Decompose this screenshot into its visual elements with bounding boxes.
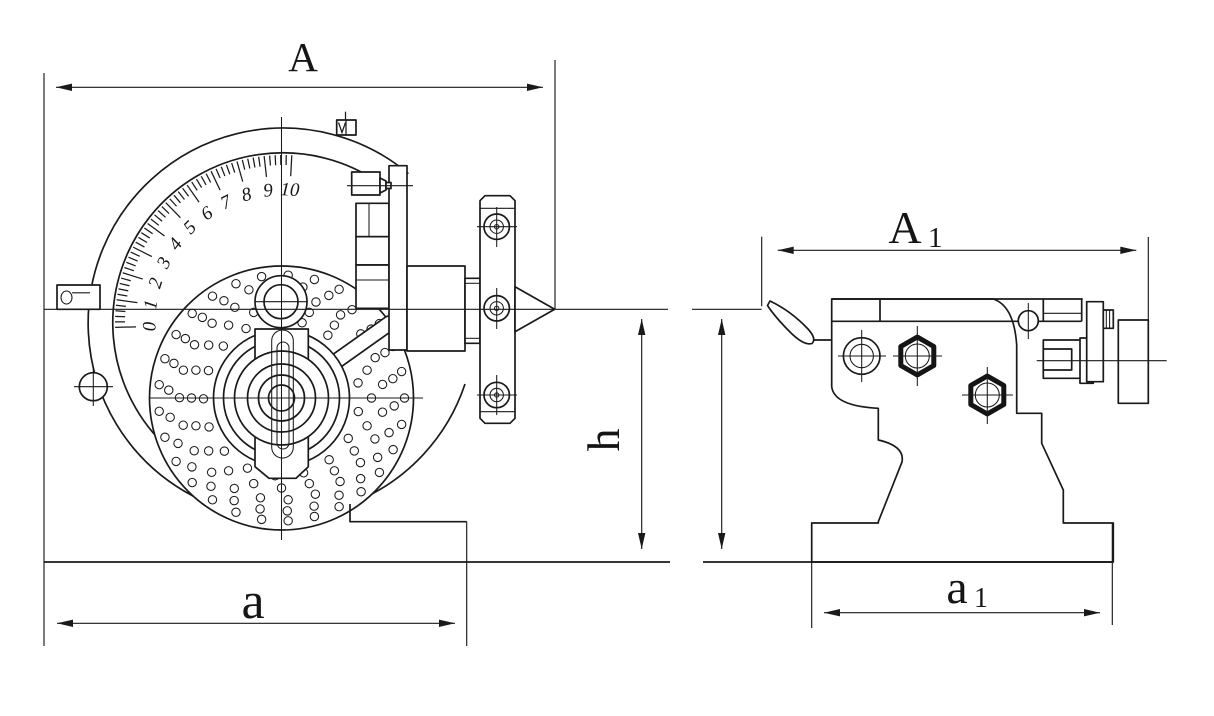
scale-number: 6: [197, 202, 217, 225]
scale-number: 2: [145, 275, 168, 291]
scale-number: 0: [139, 321, 160, 332]
scale-number: 1: [140, 298, 162, 310]
quill-adjust-assembly: [1036, 300, 1167, 405]
dim-a1-label: a: [946, 561, 967, 614]
flange-bolt-top: [477, 207, 517, 247]
scale-number: 8: [239, 184, 254, 207]
centerlines: [44, 117, 762, 540]
clamp-flag-icon: [335, 111, 357, 136]
scale-number: 5: [179, 217, 200, 239]
dim-A1-subscript: 1: [928, 222, 943, 254]
flange-bolt-mid: [483, 288, 511, 329]
housing-foot: [349, 504, 468, 646]
crank-slot: [271, 329, 294, 459]
dimension-A: A: [43, 34, 556, 646]
scale-number: 9: [262, 180, 274, 202]
dim-a1-subscript: 1: [974, 583, 988, 614]
dimension-A1: A 1: [761, 202, 1149, 320]
dim-h-label: h: [578, 429, 629, 452]
tailstock-body: [810, 298, 1115, 563]
hex-nut-lower: [962, 367, 1013, 424]
clamp-screw: [350, 171, 381, 196]
dim-A-label: A: [288, 34, 318, 80]
tailstock-view: [766, 298, 1167, 563]
dimension-h: h: [578, 319, 726, 549]
pivot-bolt: [838, 330, 886, 382]
bracket-upright: [388, 164, 408, 351]
dimension-a1: a 1: [811, 523, 1113, 628]
clamp-bracket: [347, 164, 413, 351]
hex-nut-upper: [893, 326, 942, 386]
rail-screw: [1017, 303, 1040, 339]
quill-end-block: [1117, 319, 1150, 405]
dimension-a: a: [57, 573, 455, 630]
scale-number: 3: [152, 254, 175, 273]
bearing-block: [406, 265, 466, 352]
scale-number: 4: [165, 234, 188, 254]
flange-bolt-bottom: [477, 375, 517, 415]
tailstock-top-rail: [831, 298, 1083, 323]
scale-number: 7: [217, 191, 236, 215]
dim-a-label: a: [241, 573, 264, 630]
dim-A1-label: A: [888, 202, 921, 253]
tab-hole: [60, 290, 73, 305]
locating-pin: [74, 368, 113, 406]
tailstock-clamp-lever: [766, 300, 832, 345]
scale-number: 10: [280, 179, 301, 201]
side-tab: [56, 284, 101, 311]
